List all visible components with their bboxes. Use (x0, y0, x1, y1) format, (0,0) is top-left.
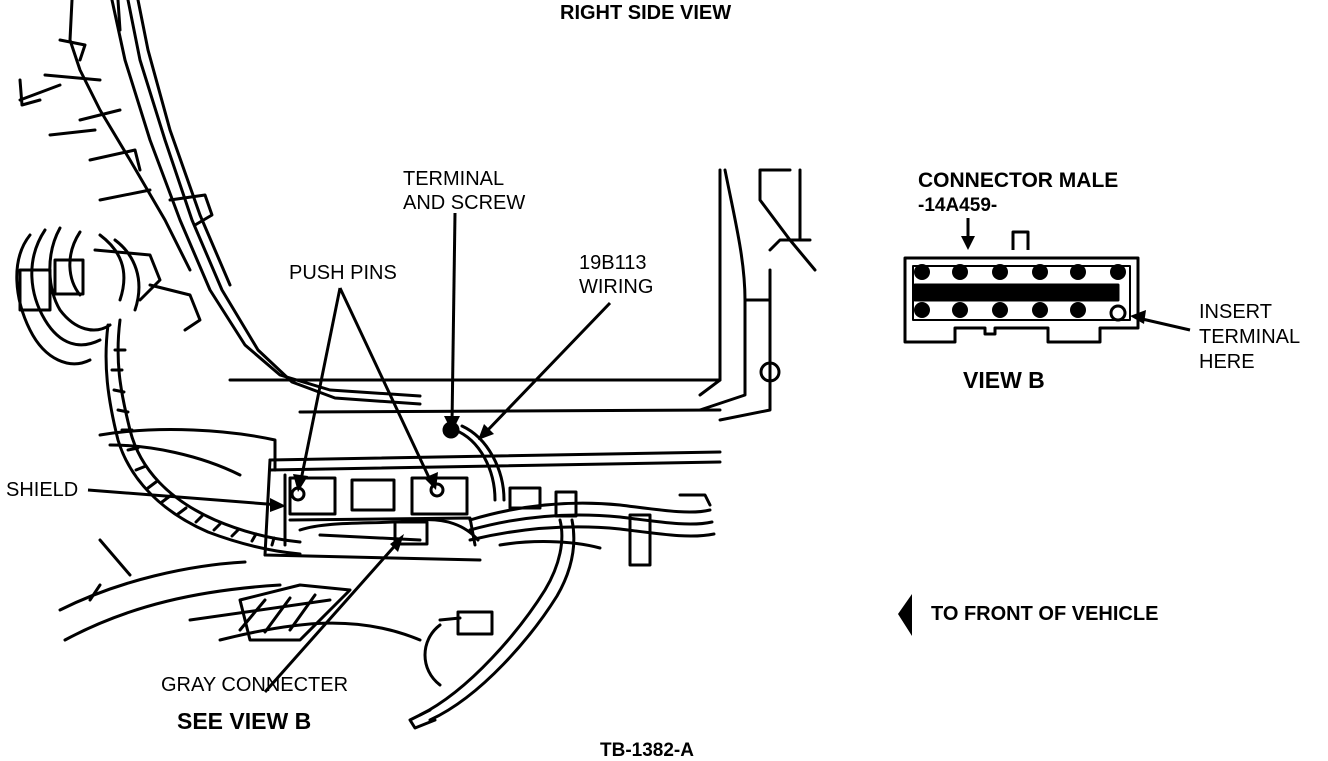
direction-label: TO FRONT OF VEHICLE (931, 603, 1159, 625)
arrowhead-gray-connecter (390, 534, 404, 552)
label-insert-terminal: INSERT TERMINAL HERE (1199, 300, 1300, 375)
connector-title: CONNECTOR MALE (918, 169, 1119, 192)
figure-id: TB-1382-A (600, 740, 694, 761)
arrowhead-push-pin-left (293, 474, 308, 492)
connector-housing (905, 258, 1138, 342)
leader-shield (88, 490, 280, 505)
label-terminal-and-screw: TERMINAL AND SCREW (403, 167, 525, 215)
label-wiring: 19B113 WIRING (579, 251, 653, 299)
door-opening (700, 170, 815, 420)
terminal-and-screw (444, 423, 504, 500)
pillar-outline (20, 0, 420, 404)
left-harness (17, 228, 300, 554)
label-wiring-line-1: 19B113 (579, 252, 647, 274)
label-insert-line-2: TERMINAL (1199, 326, 1301, 348)
arrowhead-push-pin-right (424, 472, 438, 490)
label-insert-line-1: INSERT (1199, 301, 1272, 323)
connector-pins-bottom (914, 302, 1086, 318)
push-pin-right (431, 484, 443, 496)
leader-push-pin-left (300, 288, 340, 485)
connector-part-number: -14A459- (918, 195, 998, 216)
label-see-view-b: SEE VIEW B (177, 708, 312, 734)
leader-push-pin-right (340, 288, 432, 484)
label-terminal-line-1: TERMINAL (403, 168, 505, 190)
arrowheads (270, 416, 494, 552)
connector-pins-top (914, 264, 1126, 280)
arrowhead-shield (270, 498, 286, 512)
empty-terminal-cavity (1111, 306, 1125, 320)
arrowhead-wiring (478, 424, 494, 440)
view-b-label: VIEW B (963, 367, 1045, 393)
floor-harness (410, 488, 714, 728)
label-shield: SHIELD (6, 479, 79, 501)
wheel-well (60, 430, 280, 640)
label-terminal-line-2: AND SCREW (403, 192, 526, 214)
leader-gray-connecter (265, 540, 400, 692)
leader-terminal (452, 213, 455, 424)
floor-structure (190, 380, 720, 640)
label-push-pins: PUSH PINS (289, 262, 397, 284)
label-wiring-line-2: WIRING (579, 276, 654, 298)
leader-lines (88, 213, 610, 692)
arrowhead-terminal (444, 416, 460, 432)
view-title: RIGHT SIDE VIEW (560, 2, 732, 24)
front-direction-arrow-icon (898, 594, 912, 636)
connector-key-tab (1013, 232, 1028, 250)
connector-view-b (905, 218, 1190, 342)
label-gray-connecter: GRAY CONNECTER (161, 674, 349, 696)
label-insert-line-3: HERE (1199, 351, 1255, 373)
leader-insert-terminal (1138, 318, 1190, 330)
leader-wiring (485, 303, 610, 433)
